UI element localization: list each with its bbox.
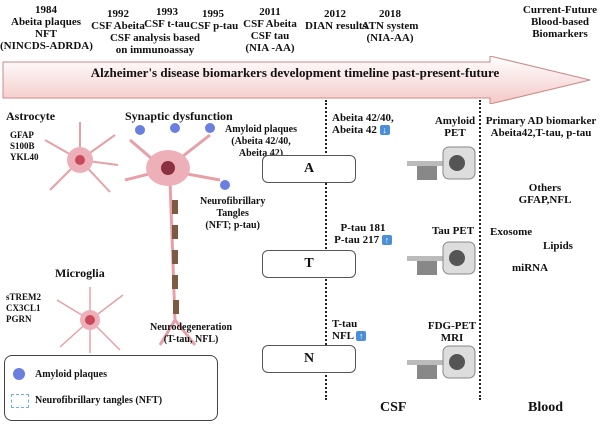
legend: Amyloid plaques Neurofibrillary tangles … <box>4 355 218 421</box>
csf-label: CSF <box>380 400 407 415</box>
neuron-icon <box>124 123 230 346</box>
legend-plaques: Amyloid plaques <box>35 369 107 380</box>
blood-lipids: Lipids <box>543 240 573 252</box>
mri-scanner-icon <box>407 345 476 379</box>
blood-exosome: Exosome <box>490 226 533 238</box>
amyloid-plaques-text: Amyloid plaques(Abeita 42/40,Abeita 42) <box>225 124 297 159</box>
up-arrow-icon: ↑ <box>381 235 392 246</box>
up-arrow-icon: ↑ <box>356 331 367 342</box>
tau-pet-label: Tau PET <box>431 225 475 237</box>
banner-title: Alzheimer's disease biomarkers developme… <box>90 65 500 80</box>
pet-scanner-icon <box>407 241 476 275</box>
neurodegeneration-text: Neurodegeneration(T-tau, NFL) <box>150 322 233 345</box>
astrocyte-label: Astrocyte <box>6 109 56 123</box>
down-arrow-icon: ↓ <box>379 125 390 136</box>
atn-box-t: T <box>262 250 356 278</box>
atn-box-a: A <box>262 155 356 183</box>
tangle-icon <box>11 394 29 408</box>
microglia-cell-icon <box>56 287 124 353</box>
csf-a: Abeita 42/40,Abeita 42 ↓ <box>332 112 394 136</box>
pet-scanner-icon <box>407 146 476 180</box>
blood-mirna: miRNA <box>512 262 549 274</box>
plaque-icon <box>13 368 25 380</box>
legend-tangles: Neurofibrillary tangles (NFT) <box>35 395 163 406</box>
synaptic-label: Synaptic dysfunction <box>125 109 233 123</box>
atn-box-n: N <box>262 345 356 373</box>
microglia-label: Microglia <box>55 266 105 280</box>
divider-blood <box>479 100 481 400</box>
astrocyte-cell-icon <box>44 122 119 193</box>
timeline-arrow <box>2 56 591 104</box>
blood-label: Blood <box>528 400 564 415</box>
